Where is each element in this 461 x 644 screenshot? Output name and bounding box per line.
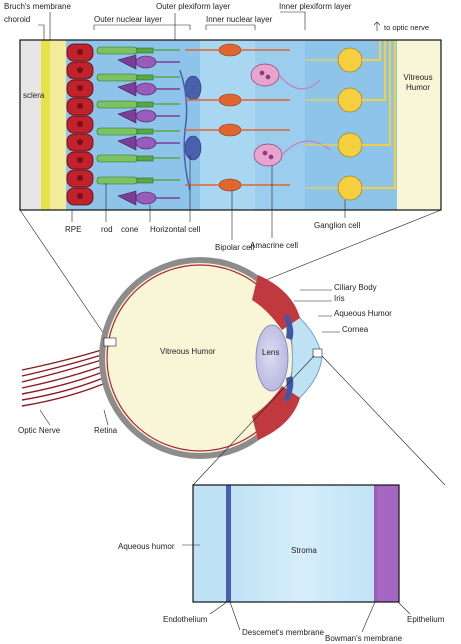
- label-aqueous-humor: Aqueous Humor: [334, 309, 392, 318]
- amacrine-cells: [250, 63, 331, 167]
- lens: [255, 324, 289, 392]
- iris-upper: [284, 314, 294, 340]
- endothelium-band: [226, 485, 231, 602]
- sclera-band: [20, 40, 41, 210]
- cornea-labels: Aqueous humor Stroma Endothelium Desceme…: [118, 542, 445, 643]
- cornea-leader-lines: [182, 544, 411, 633]
- label-ciliary-body: Ciliary Body: [334, 283, 377, 292]
- label-iris: Iris: [334, 294, 345, 303]
- label-bipolar-cell: Bipolar cell: [215, 243, 254, 252]
- label-aqueous-humor-panel: Aqueous humor: [118, 542, 175, 551]
- label-descemets-membrane: Descemet's membrane: [242, 628, 325, 637]
- label-epithelium: Epithelium: [407, 615, 445, 624]
- label-amacrine-cell: Amacrine cell: [250, 241, 298, 250]
- retina-zoom-box: [103, 337, 117, 347]
- cornea-panel: [192, 484, 400, 603]
- vitreous-band: [397, 40, 441, 210]
- retina-top-labels: Bruch's membrane choroid Outer nuclear l…: [4, 2, 429, 40]
- label-ganglion-cell: Ganglion cell: [314, 221, 360, 230]
- bruchs-membrane-band: [50, 40, 66, 210]
- label-optic-nerve: Optic Nerve: [18, 426, 61, 435]
- label-rod: rod: [101, 225, 113, 234]
- cornea-zoom-connectors: [192, 355, 446, 486]
- eye-labels: Ciliary Body Iris Aqueous Humor Cornea V…: [18, 283, 392, 435]
- ganglion-cells: [305, 40, 396, 201]
- label-cornea: Cornea: [342, 325, 369, 334]
- bowmans-band: [374, 485, 377, 602]
- layer-brackets: [93, 11, 306, 40]
- label-horizontal-cell: Horizontal cell: [150, 225, 200, 234]
- label-lens: Lens: [262, 348, 279, 357]
- rpe-cells: [66, 43, 94, 206]
- label-rpe: RPE: [65, 225, 81, 234]
- bottom-leader-lines: [71, 155, 346, 240]
- label-sclera: sclera: [23, 91, 45, 100]
- label-outer-nuclear-layer: Outer nuclear layer: [94, 15, 162, 24]
- cone-cells: [117, 54, 180, 206]
- eye-leader-lines: [39, 289, 340, 426]
- cornea-panel-frame: [192, 484, 400, 603]
- epithelium-band: [377, 485, 399, 602]
- rod-cells: [96, 46, 180, 185]
- optic-nerve-bundle: [21, 347, 109, 407]
- leader-bruch-choroid: [38, 12, 51, 40]
- bipolar-cells: [185, 43, 290, 192]
- retina-bottom-labels: RPE rod cone Horizontal cell Bipolar cel…: [65, 155, 360, 252]
- eye-cross-section: [21, 257, 323, 459]
- arrow-up-icon: [373, 21, 381, 31]
- label-choroid: choroid: [4, 15, 30, 24]
- label-inner-plexiform-layer: Inner plexiform layer: [279, 2, 352, 11]
- label-endothelium: Endothelium: [163, 615, 208, 624]
- label-cone: cone: [121, 225, 139, 234]
- label-vitreous-line2: Humor: [406, 83, 430, 92]
- label-bowmans-membrane: Bowman's membrane: [325, 634, 403, 643]
- choroid-band: [41, 40, 50, 210]
- label-vitreous-humor: Vitreous Humor: [160, 347, 216, 356]
- anterior-chamber: [284, 303, 323, 412]
- retina-panel-frame: [19, 39, 442, 211]
- label-vitreous-line1: Vitreous: [403, 73, 432, 82]
- label-stroma: Stroma: [291, 546, 317, 555]
- label-to-optic-nerve: to optic nerve: [384, 23, 429, 32]
- cornea-zoom-box: [312, 348, 323, 358]
- stroma-band: [231, 485, 374, 602]
- label-inner-nuclear-layer: Inner nuclear layer: [206, 15, 273, 24]
- aqueous-band: [193, 485, 226, 602]
- label-retina: Retina: [94, 426, 118, 435]
- iris-lower: [284, 376, 294, 402]
- retina-panel: [19, 39, 442, 211]
- label-outer-plexiform-layer: Outer plexiform layer: [156, 2, 231, 11]
- label-bruchs-membrane: Bruch's membrane: [4, 2, 71, 11]
